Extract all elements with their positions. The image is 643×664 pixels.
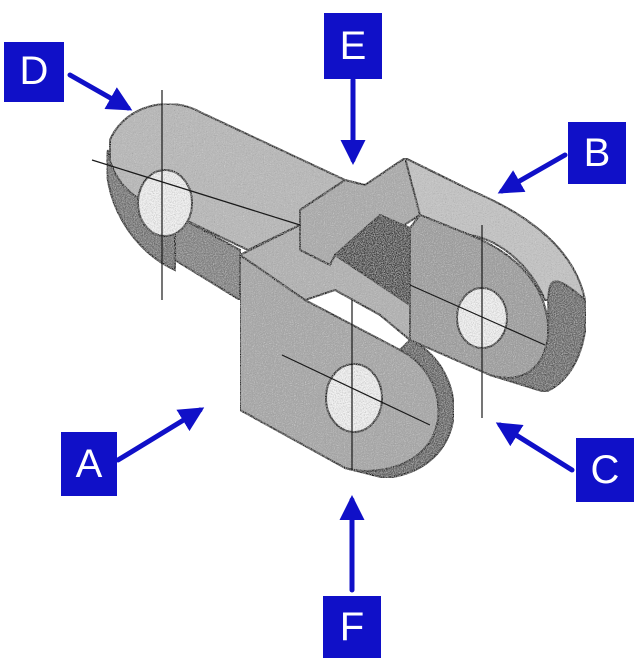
view-label-c: C [576, 438, 634, 502]
view-label-e: E [324, 13, 382, 79]
front-lug-end-face [344, 338, 455, 480]
view-label-b: B [568, 122, 626, 184]
left-lug-hole [137, 169, 193, 237]
view-label-d: D [4, 42, 64, 102]
arrow-b [497, 152, 568, 194]
front-lug-hole [325, 363, 383, 433]
arrow-d [67, 72, 133, 111]
center-lines [91, 90, 546, 470]
arrow-a [115, 407, 205, 463]
front-lug [238, 223, 455, 480]
view-arrows [67, 72, 575, 593]
arrow-c [495, 422, 575, 473]
view-label-f: F [323, 596, 381, 658]
left-hole-horizontal-centerline [91, 159, 301, 226]
front-hole-horizontal-centerline [281, 354, 431, 426]
right-lug [403, 156, 587, 394]
front-lug-top-face [238, 223, 411, 343]
view-label-a: A [61, 432, 117, 496]
right-hole-horizontal-centerline [409, 284, 546, 346]
left-lug [105, 103, 348, 302]
right-lug-end-face [489, 280, 587, 394]
